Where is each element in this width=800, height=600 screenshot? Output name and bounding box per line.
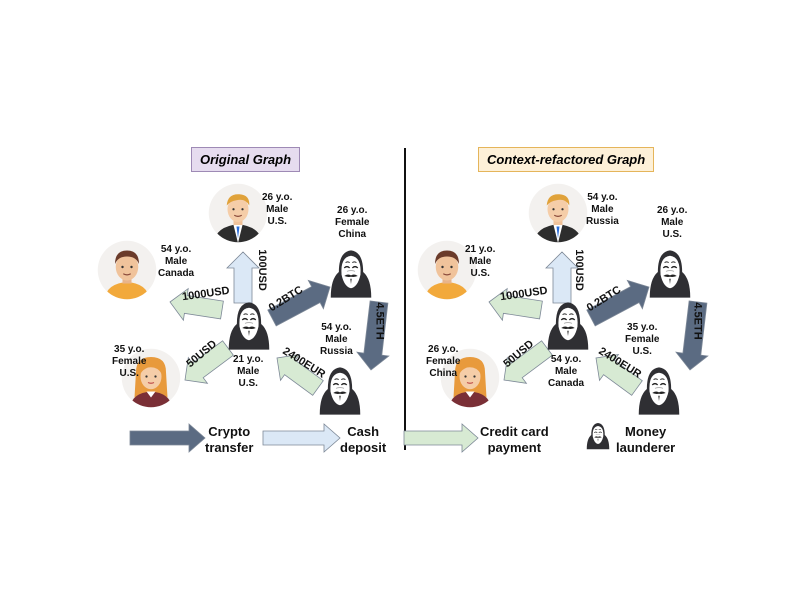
refactored-arrow-top-right-to-bottom-right bbox=[675, 300, 709, 371]
original-top-person-avatar bbox=[209, 184, 268, 243]
refactored-center-launderer-icon bbox=[547, 301, 589, 351]
refactored-arrow-from-bottom-right bbox=[595, 353, 643, 396]
original-arrow-to-bottom-left bbox=[184, 340, 234, 384]
refactored-arrow-to-top bbox=[545, 251, 579, 304]
refactored-top-right-launderer-icon bbox=[649, 249, 691, 299]
original-top-right-launderer-icon bbox=[330, 249, 372, 299]
refactored-edge-label-top-right-to-bottom-right: 4.5ETH bbox=[691, 302, 704, 340]
refactored-arrow-to-bottom-left bbox=[503, 340, 553, 384]
original-left-person-avatar bbox=[98, 241, 157, 300]
original-arrow-top-right-to-bottom-right bbox=[356, 300, 390, 371]
original-arrow-to-top bbox=[226, 251, 260, 304]
original-bottom-right-launderer-icon bbox=[319, 366, 361, 416]
original-edge-label-to-top: 100USD bbox=[255, 249, 268, 291]
refactored-edge-label-to-top: 100USD bbox=[572, 249, 585, 291]
original-arrow-to-top-right bbox=[267, 279, 331, 327]
refactored-bottom-right-launderer-icon bbox=[638, 366, 680, 416]
refactored-graph-title: Context-refactored Graph bbox=[478, 147, 655, 172]
original-edge-label-top-right-to-bottom-right: 4.5ETH bbox=[373, 302, 386, 340]
legend-crypto-arrow bbox=[129, 423, 206, 453]
original-graph-title: Original Graph bbox=[191, 147, 301, 172]
refactored-top-person-avatar bbox=[529, 184, 588, 243]
refactored-arrow-to-left bbox=[488, 287, 543, 322]
legend-launderer-icon bbox=[586, 422, 610, 450]
original-arrow-from-bottom-right bbox=[276, 353, 324, 396]
refactored-arrow-to-top-right bbox=[586, 279, 650, 327]
arrow-layer bbox=[129, 251, 709, 453]
legend-credit-arrow bbox=[403, 423, 479, 453]
legend-cash-arrow bbox=[262, 423, 341, 453]
original-arrow-to-left bbox=[169, 287, 224, 322]
original-center-launderer-icon bbox=[228, 301, 270, 351]
